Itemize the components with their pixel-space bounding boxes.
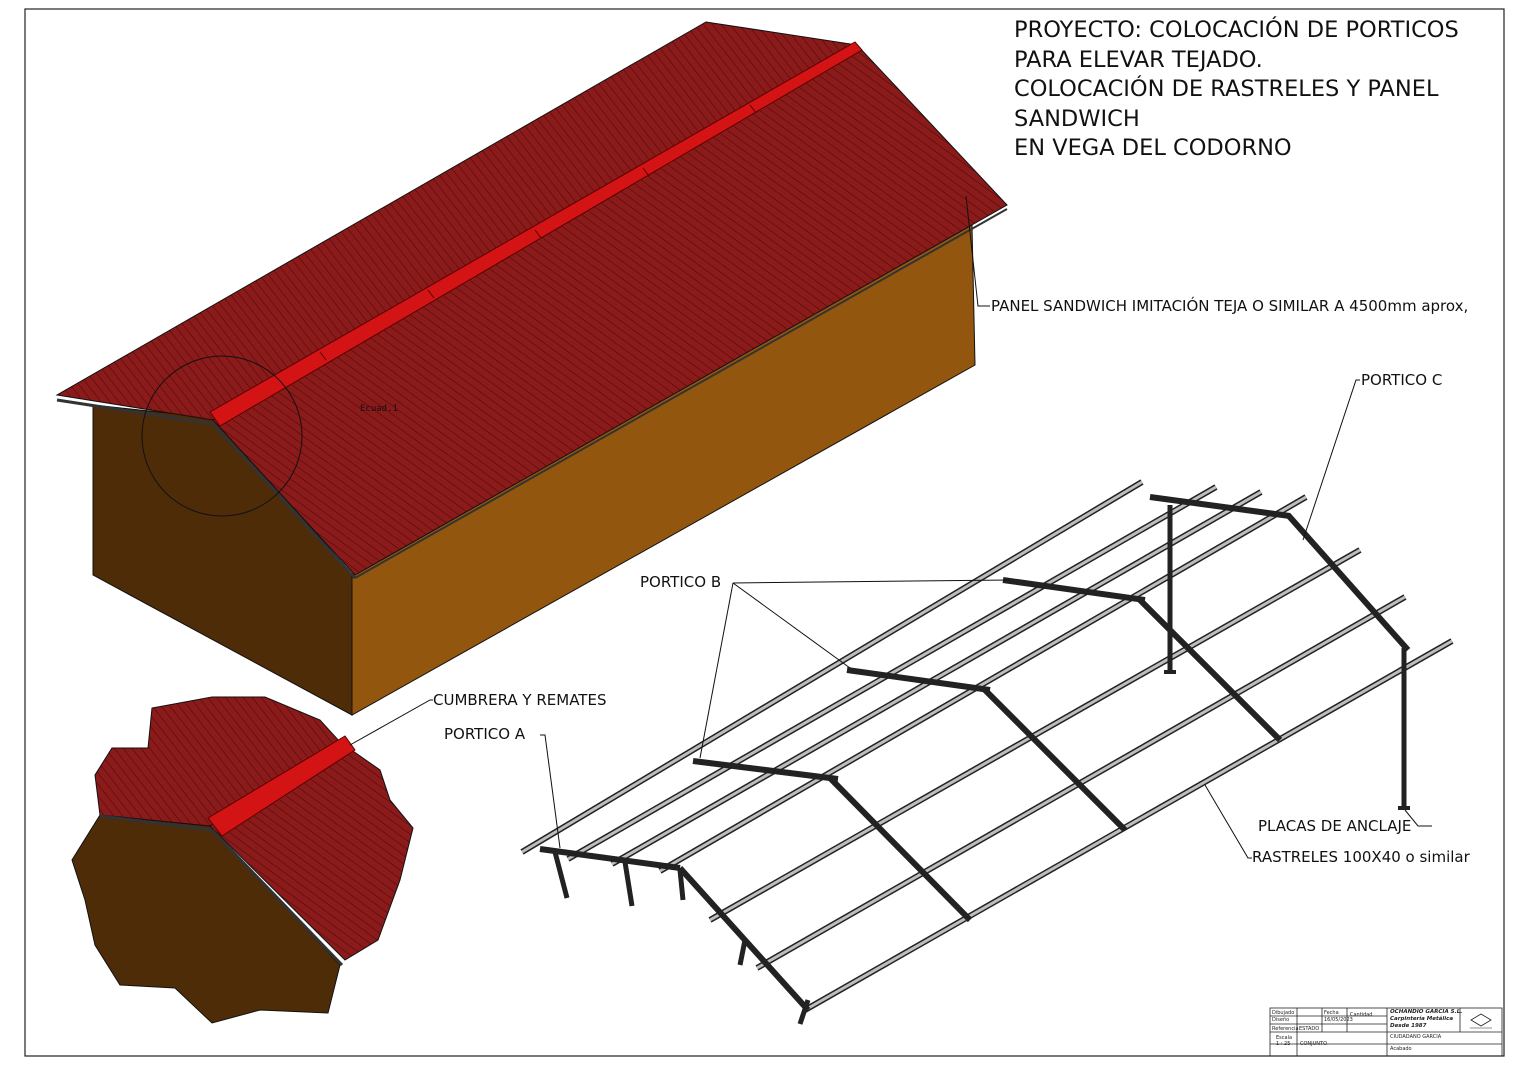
- tb-acabado: Acabado: [1390, 1046, 1412, 1052]
- label-cumbrera: CUMBRERA Y REMATES: [433, 691, 607, 709]
- ridge-seam: [749, 104, 757, 114]
- label-panel: PANEL SANDWICH IMITACIÓN TEJA O SIMILAR …: [991, 297, 1469, 315]
- detail-eave-front: [210, 828, 344, 967]
- tb-fecha: 16/05/2023: [1324, 1017, 1353, 1023]
- title-line: EN VEGA DEL CODORNO: [1014, 135, 1292, 161]
- portico-b3-beam: [1002, 577, 1146, 603]
- house-model: [55, 21, 1008, 716]
- portico-frame: [520, 479, 1454, 1025]
- company-logo-icon: [1470, 1013, 1492, 1027]
- leader-portico-c: [1302, 379, 1360, 541]
- label-rastreles: RASTRELES 100X40 o similar: [1252, 848, 1470, 866]
- tb-escala-label: Escala: [1276, 1035, 1293, 1041]
- portico-c-beam: [1149, 494, 1291, 519]
- tb-company-sub: Carpintería Metálica: [1390, 1016, 1454, 1022]
- detail-ridge-cap: [207, 735, 356, 837]
- label-placas: PLACAS DE ANCLAJE: [1258, 817, 1412, 835]
- rastrel: [709, 548, 1361, 922]
- detail-eave: [99, 814, 213, 832]
- portico-b1-rafter: [827, 775, 973, 923]
- leader-portico-b: [732, 582, 851, 669]
- tb-cantidad: Cantidad: [1350, 1012, 1373, 1018]
- tb-company: OCHANDIO GARCIA S.L.: [1390, 1009, 1463, 1015]
- leader-cumbrera: [349, 699, 433, 746]
- ridge-seam: [534, 229, 542, 239]
- leader-panel: [965, 195, 990, 307]
- anchor-plate: [1164, 670, 1176, 674]
- leader-portico-b: [699, 582, 734, 759]
- title-line: SANDWICH: [1014, 105, 1140, 132]
- label-portico-a: PORTICO A: [444, 725, 526, 743]
- tb-estado: ESTADO: [1299, 1026, 1320, 1032]
- label-detail-ref: Ecuad.1: [360, 404, 398, 414]
- ridge-cap: [209, 41, 863, 427]
- rastrel: [521, 480, 1143, 854]
- post: [797, 999, 811, 1025]
- label-portico-c: PORTICO C: [1361, 371, 1443, 389]
- portico-b1-beam: [692, 758, 839, 782]
- title-block: [1269, 1007, 1503, 1057]
- rastrel: [804, 639, 1453, 1012]
- rastrel: [567, 485, 1217, 861]
- portico-b2-rafter: [982, 687, 1128, 833]
- ridge-seam: [642, 167, 650, 177]
- post: [737, 939, 748, 966]
- title-line: PROYECTO: COLOCACIÓN DE PORTICOS: [1014, 17, 1459, 43]
- rastrel: [659, 495, 1307, 873]
- post: [677, 869, 686, 901]
- tb-diseno: Diseño: [1272, 1017, 1290, 1023]
- portico-b2-beam: [846, 667, 991, 693]
- post: [622, 861, 635, 907]
- project-title: PROYECTO: COLOCACIÓN DE PORTICOS PARA EL…: [1014, 16, 1459, 164]
- rastrel: [611, 490, 1262, 866]
- ridge-seam: [427, 289, 435, 299]
- eave-trim-long: [354, 208, 1008, 579]
- detail-circle: [141, 355, 303, 517]
- leader-portico-a: [540, 734, 561, 849]
- title-line: COLOCACIÓN DE RASTRELES Y PANEL: [1014, 76, 1439, 102]
- anchor-plate: [1398, 806, 1410, 810]
- portico-c-rafter: [1285, 513, 1411, 652]
- rastreles: [520, 479, 1454, 1013]
- label-portico-b: PORTICO B: [640, 573, 722, 591]
- ridge-seam: [319, 351, 327, 361]
- tb-company-year: Desde 1987: [1390, 1023, 1427, 1029]
- detail-view: [71, 696, 433, 1024]
- tb-fecha-label: Fecha: [1324, 1010, 1339, 1016]
- leader-placas: [1404, 809, 1432, 827]
- sheet-border: [24, 8, 1505, 1057]
- tb-escala: 1 : 25: [1276, 1041, 1291, 1047]
- tb-client: CIUDADANO GARCIA: [1390, 1034, 1442, 1040]
- leader-portico-b: [732, 579, 1011, 584]
- portico-a-rafter: [677, 865, 811, 1013]
- eave-trim-back: [56, 398, 214, 426]
- eave-trim-front: [211, 422, 357, 580]
- tb-dibujado: Dibujado: [1272, 1010, 1295, 1016]
- portico-b3-rafter: [1137, 597, 1283, 743]
- tb-referencia: Referencia: [1272, 1026, 1299, 1032]
- tb-conjunto: CONJUNTO: [1300, 1041, 1328, 1047]
- portico-a-beam: [539, 846, 681, 871]
- title-line: PARA ELEVAR TEJADO.: [1014, 46, 1263, 73]
- post: [552, 851, 570, 899]
- leaders: [540, 379, 1432, 859]
- leader-rastreles: [1204, 784, 1252, 859]
